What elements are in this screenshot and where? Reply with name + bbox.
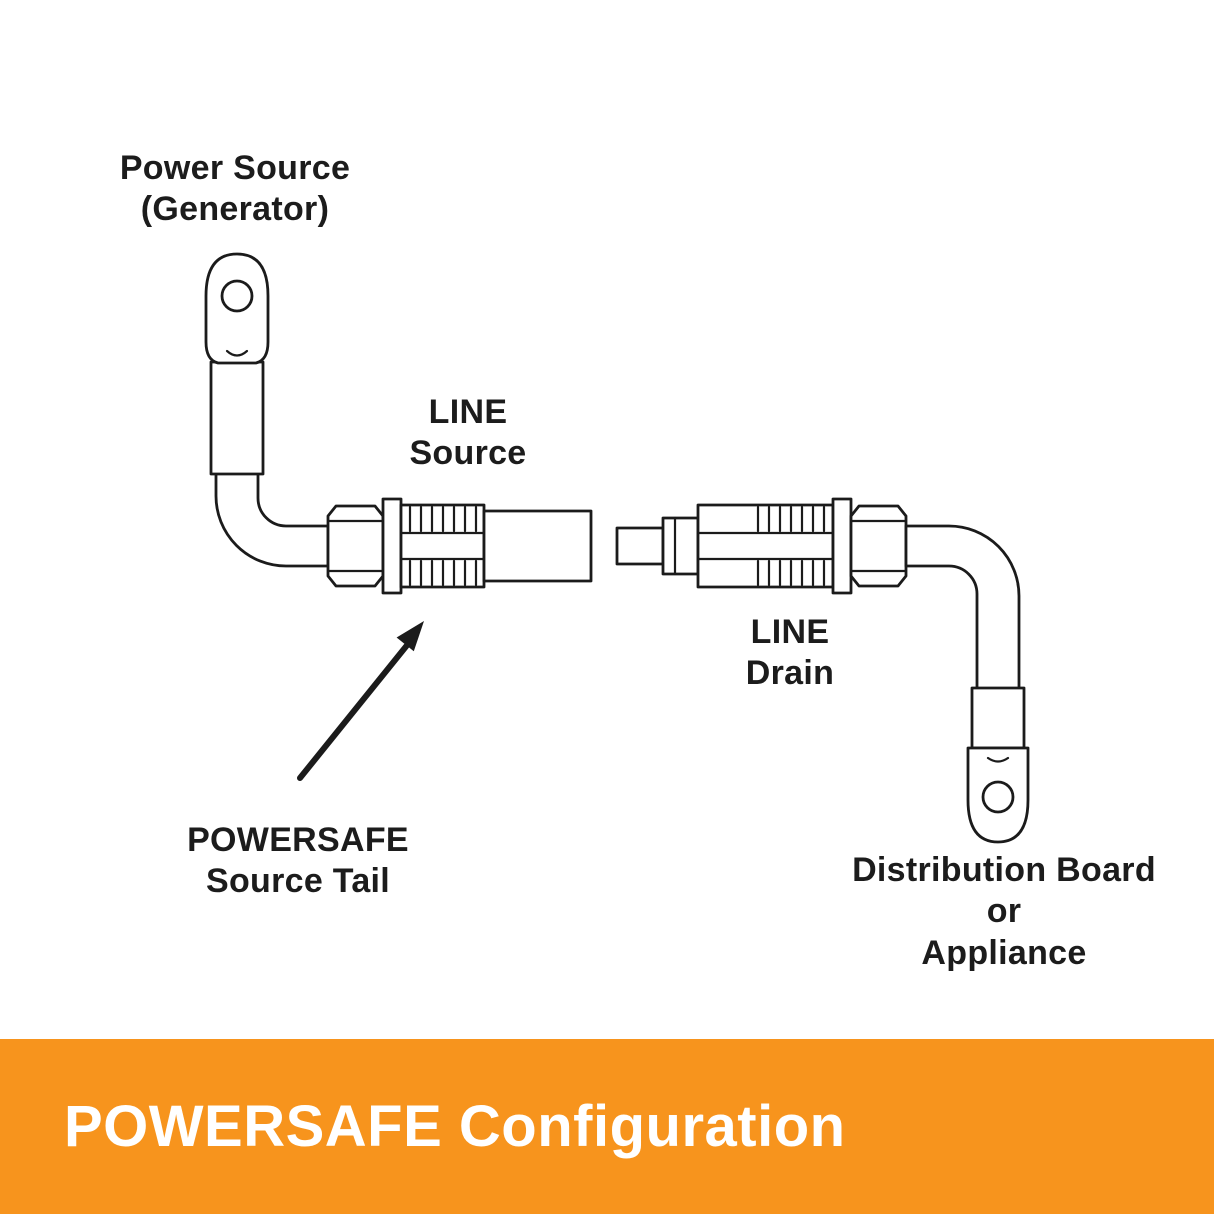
- drain-connector-step: [661, 516, 700, 576]
- drain-gland-hex: [849, 504, 908, 588]
- source-tail-label: POWERSAFE Source Tail: [148, 820, 448, 903]
- distribution-label-line2: or: [986, 892, 1022, 931]
- source-gland-hex: [326, 504, 385, 588]
- distribution-label-line3: Appliance: [921, 933, 1087, 972]
- banner-title: POWERSAFE Configuration: [64, 1094, 846, 1159]
- power-source-label-line1: Power Source: [119, 149, 351, 187]
- drain-lug-drawing: [966, 686, 1030, 844]
- power-source-label: Power Source (Generator): [85, 148, 385, 231]
- source-lug-hole: [220, 279, 254, 313]
- pointer-arrow: [297, 621, 424, 781]
- bottom-banner: POWERSAFE Configuration: [0, 1039, 1214, 1214]
- source-cable-drawing: [214, 468, 330, 568]
- drain-flange-ring: [831, 497, 853, 595]
- source-connector-snout: [482, 509, 593, 583]
- line-source-label-line2: Source: [409, 434, 527, 473]
- source-lug-drawing: [204, 252, 270, 476]
- line-drain-label: LINE Drain: [690, 612, 890, 695]
- distribution-label: Distribution Board or Appliance: [818, 850, 1190, 974]
- distribution-label-line1: Distribution Board: [852, 851, 1156, 889]
- line-drain-label-line1: LINE: [750, 613, 830, 651]
- power-source-label-line2: (Generator): [140, 190, 330, 229]
- drain-connector-pin: [615, 526, 665, 566]
- drain-cable-drawing: [904, 524, 1021, 694]
- drain-lug-hole: [981, 780, 1015, 814]
- line-source-label-line1: LINE: [428, 393, 508, 431]
- source-tail-label-line1: POWERSAFE: [187, 821, 409, 859]
- source-flange-ring: [381, 497, 403, 595]
- line-source-label: LINE Source: [368, 392, 568, 475]
- line-drain-label-line2: Drain: [745, 654, 835, 693]
- source-tail-label-line2: Source Tail: [205, 862, 391, 901]
- line-source-connector-drawing: [326, 497, 593, 595]
- line-drain-connector-drawing: [615, 497, 908, 595]
